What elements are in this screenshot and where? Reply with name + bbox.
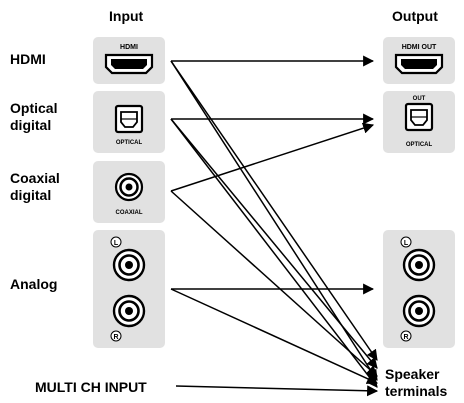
analog-l-channel-marker: L <box>110 236 122 248</box>
arrow-optical-to-speakers <box>170 118 378 369</box>
row-label-hdmi: HDMI <box>10 51 46 67</box>
analog-r-marker-text: R <box>113 334 118 341</box>
rca-out-left-icon <box>402 248 436 282</box>
multi-ch-input-label: MULTI CH INPUT <box>35 379 147 395</box>
output-heading: Output <box>392 8 438 24</box>
arrow-optical-to-analog-out <box>170 118 378 388</box>
hdmi-out-port-icon <box>394 53 444 75</box>
analog-input-jacks: L R <box>93 230 165 348</box>
row-label-coaxial: Coaxial digital <box>10 170 60 204</box>
speaker-label-line2: terminals <box>385 383 448 399</box>
arrow-multi-ch-to-speakers <box>175 385 379 397</box>
coaxial-input-jack-label: COAXIAL <box>116 210 143 216</box>
analog-out-l-channel-marker: L <box>400 236 412 248</box>
input-heading: Input <box>109 8 144 24</box>
optical-input-jack-label: OPTICAL <box>116 140 143 146</box>
analog-output-jacks: L R <box>383 230 455 348</box>
hdmi-input-jack-label: HDMI <box>120 44 138 51</box>
arrow-coaxial-to-optical-out <box>170 122 375 192</box>
rca-out-right-icon <box>402 294 436 328</box>
hdmi-port-icon <box>104 53 154 75</box>
row-label-optical-line2: digital <box>10 117 52 133</box>
rca-right-icon <box>112 294 146 328</box>
analog-out-l-marker-text: L <box>404 240 409 247</box>
coaxial-input-jack: COAXIAL <box>93 161 165 223</box>
speaker-terminals-label: Speaker terminals <box>385 366 447 400</box>
optical-port-icon <box>114 104 144 134</box>
analog-output-panel <box>383 230 455 348</box>
row-label-optical-line1: Optical <box>10 100 58 116</box>
speaker-label-line1: Speaker <box>385 366 440 382</box>
optical-output-jack: OUT OPTICAL <box>383 91 455 153</box>
analog-l-marker-text: L <box>114 240 119 247</box>
row-label-optical: Optical digital <box>10 100 57 134</box>
arrow-hdmi-to-speakers <box>170 60 378 361</box>
arrow-coaxial-to-speakers <box>170 190 378 377</box>
analog-out-r-channel-marker: R <box>400 330 412 342</box>
optical-output-bottom-label: OPTICAL <box>406 142 433 148</box>
arrow-analog-to-speakers <box>170 288 379 384</box>
hdmi-output-jack-label: HDMI OUT <box>402 44 437 51</box>
row-label-coaxial-line1: Coaxial <box>10 170 60 186</box>
hdmi-input-jack: HDMI <box>93 37 165 84</box>
arrow-hdmi-to-analog-out <box>170 60 378 381</box>
row-label-analog: Analog <box>10 276 58 292</box>
analog-out-r-marker-text: R <box>403 334 408 341</box>
analog-r-channel-marker: R <box>110 330 122 342</box>
row-label-coaxial-line2: digital <box>10 187 52 203</box>
optical-input-jack: OPTICAL <box>93 91 165 153</box>
analog-input-panel <box>93 230 165 348</box>
optical-output-top-label: OUT <box>413 96 426 102</box>
hdmi-output-jack: HDMI OUT <box>383 37 455 84</box>
rca-left-icon <box>112 248 146 282</box>
coaxial-port-icon <box>114 172 144 202</box>
optical-out-port-icon <box>404 102 434 132</box>
